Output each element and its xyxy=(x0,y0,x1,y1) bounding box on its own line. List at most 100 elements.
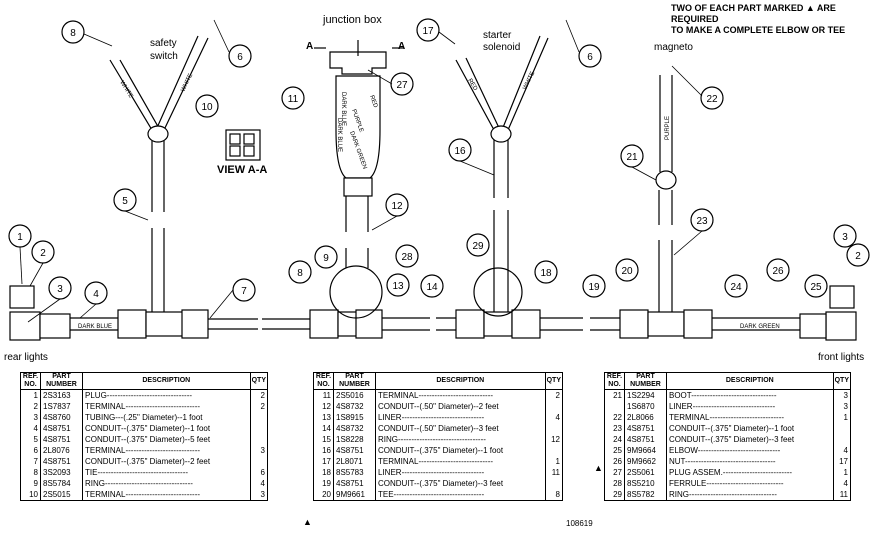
qty-cell: 6 xyxy=(249,467,269,478)
description-cell: RING--------------------------------- xyxy=(666,489,834,501)
col-desc-header: DESCRIPTION xyxy=(375,372,546,390)
ref-cell: 1 xyxy=(20,389,41,401)
view-aa-label: VIEW A-A xyxy=(217,164,268,176)
qty-cell: 1 xyxy=(832,412,852,423)
description-cell: PLUG ASSEM.-------------------------- xyxy=(666,467,834,478)
required-parts-note: TWO OF EACH PART MARKED ▲ ARE REQUIRED T… xyxy=(671,3,881,36)
part-number-cell: 4S8751 xyxy=(40,456,83,467)
wire-label-dark-blue-2: DARK BLUE xyxy=(340,92,346,126)
ref-cell: 7 xyxy=(20,456,41,467)
qty-cell: 11 xyxy=(544,467,564,478)
callout-6b: 6 xyxy=(587,52,593,63)
callout-2b: 2 xyxy=(855,251,861,262)
ref-cell: 3 xyxy=(20,412,41,423)
part-number-cell: 4S8751 xyxy=(40,434,83,445)
y-splits xyxy=(109,35,677,190)
qty-cell: 3 xyxy=(249,445,269,456)
description-cell: TERMINAL---------------------------- xyxy=(375,456,546,467)
part-number-cell: 4S8751 xyxy=(624,434,667,445)
wire-label-red-2: RED xyxy=(368,95,378,110)
part-number-cell: 4S8732 xyxy=(333,401,376,412)
qty-cell: 4 xyxy=(249,478,269,489)
description-cell: TEE---------------------------------- xyxy=(375,489,546,501)
qty-cell xyxy=(249,456,269,467)
qty-cell: 3 xyxy=(249,489,269,501)
description-cell: TERMINAL---------------------------- xyxy=(82,401,251,412)
part-number-cell: 2S5061 xyxy=(624,467,667,478)
wire-label-white-1: WHITE xyxy=(118,80,133,100)
figure-code: 108619 xyxy=(566,519,593,528)
part-number-cell: 9M9664 xyxy=(624,445,667,456)
end-plugs xyxy=(9,285,857,341)
description-cell: LINER------------------------------- xyxy=(375,467,546,478)
part-number-cell: 1S8915 xyxy=(333,412,376,423)
part-number-cell: 2S3163 xyxy=(40,389,83,401)
qty-cell xyxy=(249,412,269,423)
wire-label-dark-blue-3: DARK BLUE xyxy=(336,118,342,152)
callout-13: 13 xyxy=(392,281,404,292)
callout-22: 22 xyxy=(706,94,718,105)
view-aa-connector xyxy=(225,129,261,161)
ref-cell: 27 xyxy=(604,467,625,478)
qty-cell: 4 xyxy=(544,412,564,423)
description-cell: TIE---------------------------------- xyxy=(82,467,251,478)
part-number-cell: 2S5015 xyxy=(40,489,83,501)
description-cell: CONDUIT--(.375" Diameter)--2 feet xyxy=(82,456,251,467)
ref-cell: 18 xyxy=(313,467,334,478)
qty-cell: 3 xyxy=(832,401,852,412)
col-qty-header: QTY xyxy=(832,372,852,390)
col-part-header: PART NUMBER xyxy=(624,372,667,390)
callout-28: 28 xyxy=(401,252,413,263)
junction-box-label: junction box xyxy=(323,14,382,26)
wire-label-dark-green-1: DARK GREEN xyxy=(740,324,780,330)
safety-switch-label-2: switch xyxy=(150,51,178,62)
qty-cell: 2 xyxy=(249,389,269,401)
main-conduit xyxy=(70,317,800,331)
ref-cell: 21 xyxy=(604,389,625,401)
description-cell: ELBOW------------------------------- xyxy=(666,445,834,456)
note-line-2: TO MAKE A COMPLETE ELBOW OR TEE xyxy=(671,25,846,35)
ref-cell: 8 xyxy=(20,467,41,478)
qty-cell: 2 xyxy=(249,401,269,412)
wire-label-purple-1: PURPLE xyxy=(665,116,671,140)
description-cell: RING--------------------------------- xyxy=(82,478,251,489)
part-number-cell: 2L8076 xyxy=(40,445,83,456)
col-ref-header: REF. NO. xyxy=(20,372,41,390)
qty-cell: 1 xyxy=(544,456,564,467)
callout-circles xyxy=(8,18,870,305)
description-cell: CONDUIT--(.375" Diameter)--5 feet xyxy=(82,434,251,445)
part-number-cell: 2S5016 xyxy=(333,389,376,401)
description-cell: CONDUIT--(.50" Diameter)--2 feet xyxy=(375,401,546,412)
part-number-cell: 4S8751 xyxy=(40,423,83,434)
col-part-header: PART NUMBER xyxy=(40,372,83,390)
description-cell: BOOT-------------------------------- xyxy=(666,389,834,401)
callout-1: 1 xyxy=(17,232,23,243)
col-qty-header: QTY xyxy=(544,372,564,390)
ref-cell: 22 xyxy=(604,412,625,423)
detail-circle-solenoid xyxy=(473,267,523,317)
callout-3b: 3 xyxy=(842,232,848,243)
callout-8: 8 xyxy=(70,28,76,39)
wiring-harness-diagram: 1 2 3 4 5 6 7 8 9 10 11 12 13 14 16 17 1… xyxy=(8,18,870,341)
ref-cell: 10 xyxy=(20,489,41,501)
col-ref-header: REF. NO. xyxy=(604,372,625,390)
part-number-cell: 4S8760 xyxy=(40,412,83,423)
part-number-cell: 2L8071 xyxy=(333,456,376,467)
callout-23: 23 xyxy=(696,216,708,227)
ref-cell: 28 xyxy=(604,478,625,489)
callout-27: 27 xyxy=(396,80,408,91)
